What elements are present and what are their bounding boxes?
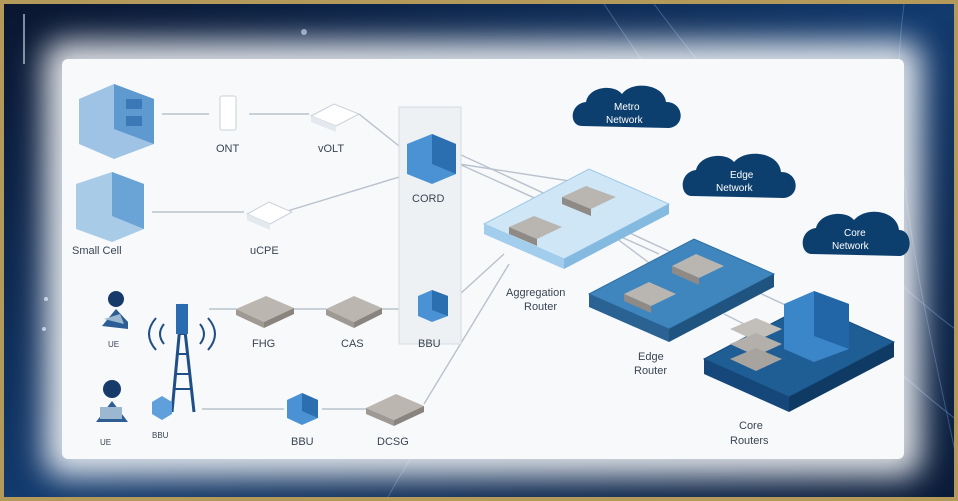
aggregation-router-label-line1: Aggregation [506, 287, 565, 299]
core-network-cloud [802, 211, 910, 256]
bbu-middle-label: BBU [418, 338, 441, 350]
cord-server-icon [407, 134, 456, 184]
ucpe-device-icon [245, 201, 294, 230]
bbu-bottom-label: BBU [291, 436, 314, 448]
small-cell-icon [76, 172, 144, 242]
cas-label: CAS [341, 338, 364, 350]
dcsg-label: DCSG [377, 436, 409, 448]
cas-device-icon [326, 296, 382, 328]
user-at-computer-icon [96, 380, 128, 422]
fhg-label: FHG [252, 338, 275, 350]
edge-network-label-line2: Network [716, 183, 754, 194]
core-routers-platform [702, 291, 896, 412]
edge-network-cloud [682, 153, 796, 198]
ont-device-icon [219, 95, 237, 131]
aggregation-router-platform [482, 168, 671, 269]
ucpe-label: uCPE [250, 245, 279, 257]
bbu-bottom-icon [287, 393, 318, 425]
edge-router-label-line1: Edge [638, 351, 664, 363]
edge-router-platform [587, 238, 776, 342]
dcsg-device-icon [366, 394, 424, 426]
core-routers-label-line2: Routers [730, 435, 769, 447]
bbu-tower-label: BBU [152, 431, 169, 440]
ont-label: ONT [216, 143, 240, 155]
volt-label: vOLT [318, 143, 344, 155]
cord-label: CORD [412, 193, 444, 205]
metro-network-label-line1: Metro [614, 102, 640, 113]
metro-network-label-line2: Network [606, 115, 644, 126]
edge-network-label-line1: Edge [730, 170, 754, 181]
fhg-device-icon [236, 296, 294, 328]
ue-bottom-label: UE [100, 438, 111, 447]
user-with-laptop-icon [102, 291, 128, 329]
core-network-label-line1: Core [844, 228, 866, 239]
ue-top-label: UE [108, 340, 119, 349]
bbu-tower-icon [152, 396, 172, 420]
core-routers-label-line1: Core [739, 420, 763, 432]
server-rack-icon [79, 84, 154, 159]
cell-tower-icon [148, 303, 216, 413]
small-cell-label: Small Cell [72, 245, 122, 257]
edge-router-label-line2: Router [634, 365, 667, 377]
core-network-label-line2: Network [832, 241, 870, 252]
metro-network-cloud [572, 85, 681, 128]
volt-device-icon [309, 103, 361, 132]
bbu-middle-icon [418, 290, 448, 322]
aggregation-router-label-line2: Router [524, 301, 557, 313]
network-diagram: ONT vOLT CORD Small Cell uCPE UE [72, 84, 910, 448]
